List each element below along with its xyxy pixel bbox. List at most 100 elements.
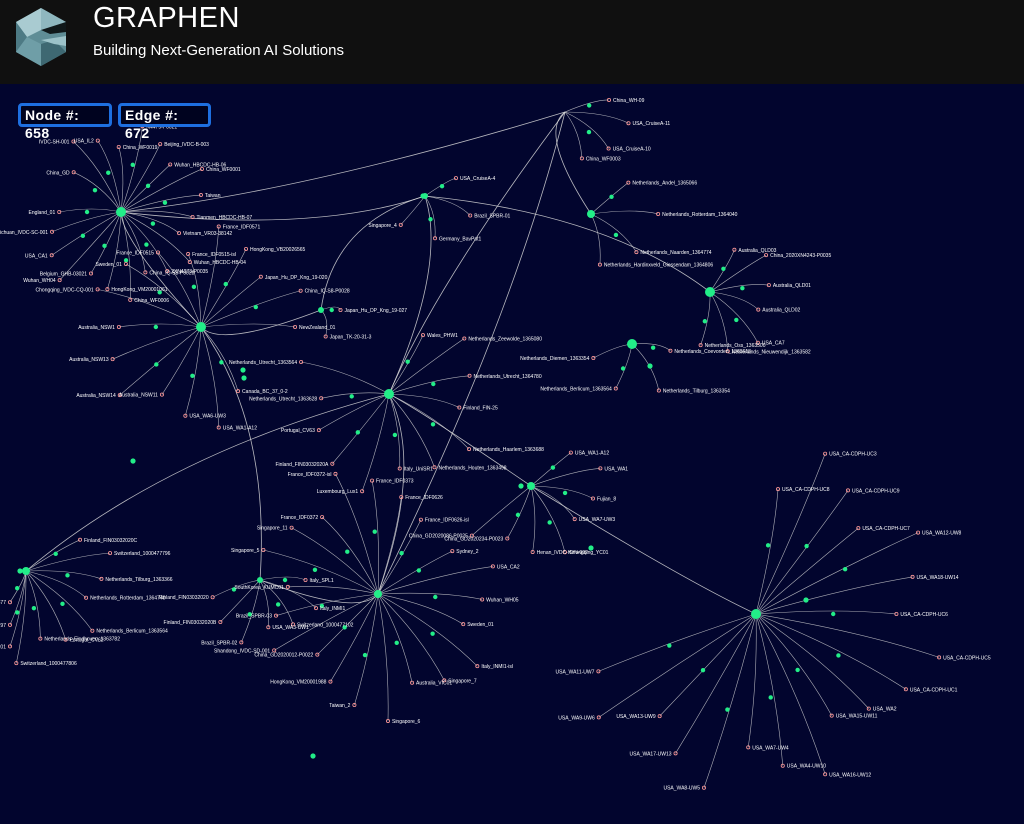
- graph-intermediate-node[interactable]: [433, 594, 438, 600]
- graph-intermediate-node[interactable]: [53, 551, 58, 557]
- graph-hub-node[interactable]: [384, 389, 394, 399]
- graph-intermediate-node[interactable]: [362, 652, 368, 658]
- graph-hub-node[interactable]: [241, 375, 247, 381]
- graph-leaf-node[interactable]: [299, 360, 304, 365]
- graph-leaf-node[interactable]: [916, 530, 921, 535]
- graph-hub-node[interactable]: [803, 597, 809, 603]
- graph-intermediate-node[interactable]: [609, 194, 614, 199]
- graph-intermediate-node[interactable]: [15, 610, 20, 615]
- graph-leaf-node[interactable]: [461, 622, 466, 627]
- graph-intermediate-node[interactable]: [355, 430, 361, 435]
- graph-intermediate-node[interactable]: [106, 170, 111, 175]
- graph-leaf-node[interactable]: [116, 324, 121, 329]
- graph-intermediate-node[interactable]: [721, 266, 726, 271]
- graph-leaf-node[interactable]: [143, 270, 148, 275]
- graph-leaf-node[interactable]: [57, 278, 62, 283]
- graph-intermediate-node[interactable]: [547, 520, 552, 525]
- graph-leaf-node[interactable]: [490, 564, 495, 569]
- graph-leaf-node[interactable]: [183, 413, 188, 418]
- graph-leaf-node[interactable]: [128, 297, 133, 302]
- graph-leaf-node[interactable]: [450, 549, 455, 554]
- graph-leaf-node[interactable]: [158, 142, 163, 147]
- graph-leaf-node[interactable]: [469, 533, 474, 538]
- graph-intermediate-node[interactable]: [31, 605, 37, 611]
- graph-leaf-node[interactable]: [453, 176, 458, 181]
- graph-intermediate-node[interactable]: [190, 373, 195, 378]
- graph-leaf-node[interactable]: [656, 211, 661, 216]
- graph-intermediate-node[interactable]: [349, 394, 354, 399]
- graph-leaf-node[interactable]: [273, 613, 278, 618]
- graph-intermediate-node[interactable]: [405, 359, 410, 364]
- graph-hub-node[interactable]: [705, 287, 715, 297]
- graph-intermediate-node[interactable]: [620, 366, 626, 371]
- graph-leaf-node[interactable]: [755, 340, 760, 345]
- graph-leaf-node[interactable]: [360, 489, 365, 494]
- graph-leaf-node[interactable]: [352, 703, 357, 708]
- graph-intermediate-node[interactable]: [372, 529, 377, 534]
- graph-hub-node[interactable]: [627, 339, 637, 349]
- graph-intermediate-node[interactable]: [515, 512, 521, 518]
- graph-leaf-node[interactable]: [57, 209, 62, 214]
- graph-leaf-node[interactable]: [216, 224, 221, 229]
- graph-leaf-node[interactable]: [289, 525, 294, 530]
- graph-intermediate-node[interactable]: [562, 490, 568, 496]
- graph-leaf-node[interactable]: [626, 180, 631, 185]
- graph-intermediate-node[interactable]: [153, 324, 159, 330]
- graph-leaf-node[interactable]: [168, 162, 173, 167]
- graph-intermediate-node[interactable]: [102, 243, 107, 249]
- graph-intermediate-node[interactable]: [702, 319, 708, 324]
- graph-leaf-node[interactable]: [385, 718, 390, 723]
- graph-hub-node[interactable]: [257, 577, 263, 583]
- graph-leaf-node[interactable]: [410, 680, 415, 685]
- graph-intermediate-node[interactable]: [430, 631, 435, 636]
- graph-leaf-node[interactable]: [866, 706, 871, 711]
- graph-leaf-node[interactable]: [266, 625, 271, 630]
- graph-leaf-node[interactable]: [198, 193, 203, 198]
- graph-leaf-node[interactable]: [84, 595, 89, 600]
- graph-leaf-node[interactable]: [701, 785, 706, 790]
- graph-leaf-node[interactable]: [626, 121, 631, 126]
- graph-intermediate-node[interactable]: [342, 625, 347, 630]
- graph-leaf-node[interactable]: [937, 655, 942, 660]
- graph-intermediate-node[interactable]: [275, 602, 281, 607]
- graph-leaf-node[interactable]: [117, 393, 122, 398]
- graph-leaf-node[interactable]: [78, 537, 83, 542]
- graph-intermediate-node[interactable]: [60, 601, 65, 607]
- graph-leaf-node[interactable]: [418, 517, 423, 522]
- graph-intermediate-node[interactable]: [231, 587, 237, 592]
- graph-leaf-node[interactable]: [116, 144, 121, 149]
- graph-intermediate-node[interactable]: [439, 183, 445, 189]
- graph-intermediate-node[interactable]: [842, 567, 848, 572]
- graph-leaf-node[interactable]: [399, 495, 404, 500]
- graph-leaf-node[interactable]: [187, 259, 192, 264]
- graph-leaf-node[interactable]: [7, 644, 12, 649]
- graph-leaf-node[interactable]: [764, 253, 769, 258]
- graph-intermediate-node[interactable]: [836, 653, 841, 658]
- graph-leaf-node[interactable]: [338, 307, 343, 312]
- graph-leaf-node[interactable]: [910, 574, 915, 579]
- graph-leaf-node[interactable]: [293, 324, 298, 329]
- graph-intermediate-node[interactable]: [92, 187, 98, 193]
- graph-intermediate-node[interactable]: [399, 550, 404, 556]
- graph-intermediate-node[interactable]: [734, 317, 739, 323]
- graph-intermediate-node[interactable]: [223, 281, 228, 287]
- graph-intermediate-node[interactable]: [650, 345, 656, 350]
- graph-leaf-node[interactable]: [71, 139, 76, 144]
- graph-hub-node[interactable]: [17, 568, 23, 574]
- graph-leaf-node[interactable]: [562, 550, 567, 555]
- graph-leaf-node[interactable]: [159, 392, 164, 397]
- graph-leaf-node[interactable]: [398, 222, 403, 227]
- graph-leaf-node[interactable]: [370, 478, 375, 483]
- graph-intermediate-node[interactable]: [768, 695, 773, 700]
- graph-leaf-node[interactable]: [397, 466, 402, 471]
- graph-leaf-node[interactable]: [186, 252, 191, 257]
- graph-leaf-node[interactable]: [89, 271, 94, 276]
- graph-leaf-node[interactable]: [590, 496, 595, 501]
- graph-hub-node[interactable]: [130, 458, 136, 464]
- graph-leaf-node[interactable]: [475, 664, 480, 669]
- graph-leaf-node[interactable]: [298, 288, 303, 293]
- graph-hub-node[interactable]: [647, 363, 653, 369]
- graph-leaf-node[interactable]: [673, 751, 678, 756]
- graph-intermediate-node[interactable]: [162, 200, 168, 205]
- graph-leaf-node[interactable]: [597, 262, 602, 267]
